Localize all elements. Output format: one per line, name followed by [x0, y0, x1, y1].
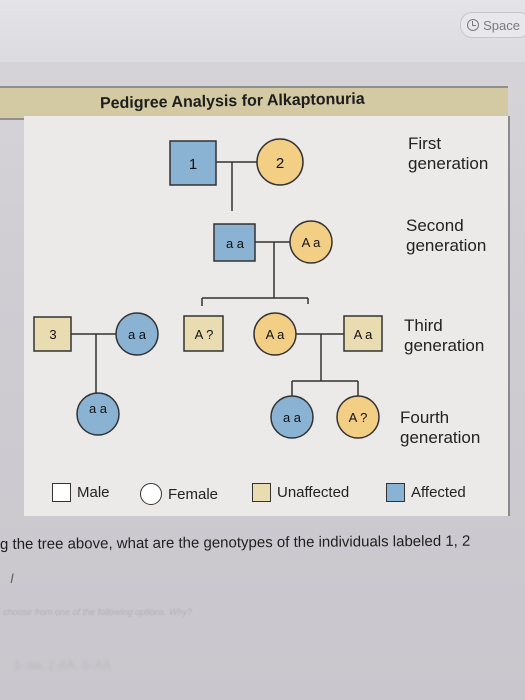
- generation-label-fourth: Fourth generation: [400, 408, 480, 448]
- legend-male-label: Male: [77, 484, 110, 501]
- male-symbol-icon: [52, 483, 71, 502]
- legend-affected-label: Affected: [411, 484, 466, 501]
- unaffected-symbol-icon: [252, 483, 271, 502]
- gen4-mid-affected-female: [270, 395, 314, 439]
- gen3-right-unaffected-male: [343, 315, 383, 352]
- space-button[interactable]: Space: [460, 12, 525, 38]
- gen-label-line1: Third: [404, 316, 443, 335]
- individual-1-label: 1: [189, 156, 197, 173]
- divider-band: [0, 62, 525, 88]
- gen-label-line1: Fourth: [400, 408, 450, 427]
- legend-unaffected-label: Unaffected: [277, 484, 350, 501]
- gen2-affected-male: [213, 223, 256, 262]
- gen4-right-unaffected-female: [336, 395, 380, 439]
- gen-label-line1: Second: [406, 216, 464, 235]
- individual-2-label: 2: [276, 155, 284, 172]
- female-symbol-icon: [140, 483, 162, 505]
- generation-label-second: Second generation: [406, 216, 486, 256]
- individual-1-affected-male: [169, 140, 217, 186]
- answer-text-cursor[interactable]: I: [10, 570, 14, 586]
- legend: Male Female Unaffected Affected: [30, 483, 510, 513]
- gen-label-line2: generation: [408, 154, 489, 173]
- gen3-unaffected-female: [253, 312, 297, 356]
- pedigree-chart: 1 2 a a A a 3 a a A ? A a A a a a a a: [33, 138, 383, 439]
- gen-label-line2: generation: [400, 428, 481, 447]
- legend-female-label: Female: [168, 485, 219, 503]
- pedigree-panel: 1 2 a a A a 3 a a A ? A a A a a a a a: [24, 116, 510, 516]
- answer-preview[interactable]: 1- aa, 2-AA, 3- AA: [14, 658, 111, 672]
- affected-symbol-icon: [386, 483, 405, 502]
- gen4-mid-genotype: a a: [283, 410, 302, 425]
- figure-title: Pedigree Analysis for Alkaptonuria: [99, 90, 365, 113]
- gen3-right-male-genotype: A a: [354, 327, 374, 342]
- generation-label-first: First generation: [408, 134, 488, 174]
- top-bar: Space: [0, 0, 525, 62]
- gen3-affected-female-genotype: a a: [128, 327, 147, 342]
- individual-2-female: [256, 138, 304, 186]
- question-text: g the tree above, what are the genotypes…: [0, 532, 471, 553]
- gen3-unaffected-male-genotype: A ?: [195, 327, 214, 342]
- gen-label-line2: generation: [404, 336, 485, 355]
- gen2-male-genotype: a a: [226, 236, 245, 251]
- gen3-affected-female: [115, 312, 159, 356]
- legend-affected: Affected: [386, 483, 466, 502]
- gen-label-line1: First: [408, 134, 442, 153]
- gen-label-line2: generation: [406, 236, 487, 255]
- gen4-left-genotype: a a: [89, 401, 108, 416]
- legend-male: Male: [52, 483, 110, 502]
- legend-female: Female: [140, 483, 218, 505]
- gen3-unaffected-male: [183, 315, 224, 352]
- gen4-left-affected-female: [76, 392, 120, 436]
- figure-title-bar: Pedigree Analysis for Alkaptonuria: [0, 86, 508, 120]
- answer-hint: choose from one of the following options…: [3, 607, 193, 617]
- individual-3-label: 3: [49, 327, 56, 342]
- pedigree-figure: Pedigree Analysis for Alkaptonuria: [0, 86, 510, 516]
- clock-icon: [467, 19, 480, 31]
- gen4-right-genotype: A ?: [349, 410, 368, 425]
- gen3-unaffected-female-genotype: A a: [266, 327, 286, 342]
- individual-3-unaffected-male: [33, 316, 72, 352]
- gen2-female-genotype: A a: [302, 235, 322, 250]
- space-label: Space: [483, 17, 520, 33]
- gen2-unaffected-female: [289, 220, 333, 264]
- legend-unaffected: Unaffected: [252, 483, 349, 502]
- generation-label-third: Third generation: [404, 316, 484, 356]
